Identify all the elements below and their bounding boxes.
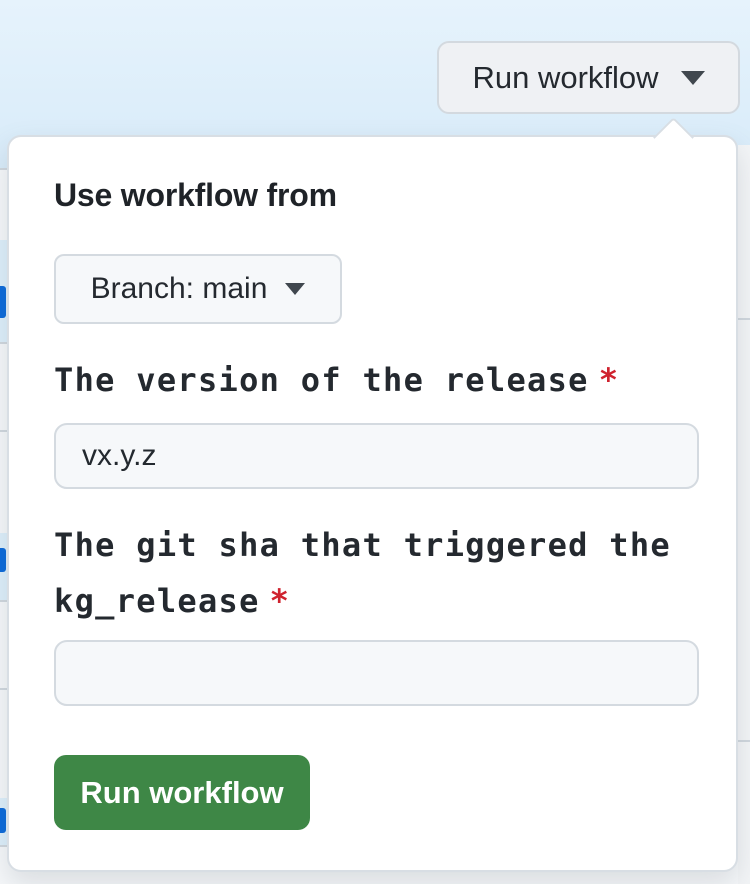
run-workflow-trigger-label: Run workflow (472, 59, 659, 95)
selected-item-accent-bar (0, 286, 6, 318)
git-sha-input[interactable] (54, 640, 699, 706)
branch-selector-button[interactable]: Branch: main (54, 254, 342, 324)
field-label-text: The git sha that triggered the kg_releas… (54, 526, 671, 620)
background-content-fragment (738, 145, 750, 884)
list-divider (0, 845, 8, 847)
selected-item-accent-bar (0, 808, 6, 833)
run-workflow-trigger-button[interactable]: Run workflow (437, 41, 740, 114)
list-divider (0, 430, 8, 432)
run-workflow-submit-label: Run workflow (80, 774, 284, 810)
required-marker: * (269, 582, 291, 620)
selected-item-accent-bar (0, 548, 6, 572)
list-divider (738, 318, 750, 320)
field-label-version: The version of the release* (54, 352, 716, 408)
dialog-heading: Use workflow from (54, 177, 337, 213)
list-divider (0, 600, 8, 602)
field-label-text: The version of the release (54, 361, 589, 399)
version-input[interactable] (54, 423, 699, 489)
list-divider (0, 342, 8, 344)
branch-selector-label: Branch: main (90, 272, 268, 305)
caret-down-icon (680, 70, 705, 85)
caret-down-icon (285, 283, 306, 295)
run-workflow-submit-button[interactable]: Run workflow (54, 755, 310, 830)
required-marker: * (598, 361, 620, 399)
list-divider (738, 740, 750, 742)
run-workflow-dialog: Use workflow from Branch: main The versi… (7, 116, 738, 872)
list-divider (0, 688, 8, 690)
list-divider (0, 168, 8, 170)
field-label-git-sha: The git sha that triggered the kg_releas… (54, 517, 716, 629)
